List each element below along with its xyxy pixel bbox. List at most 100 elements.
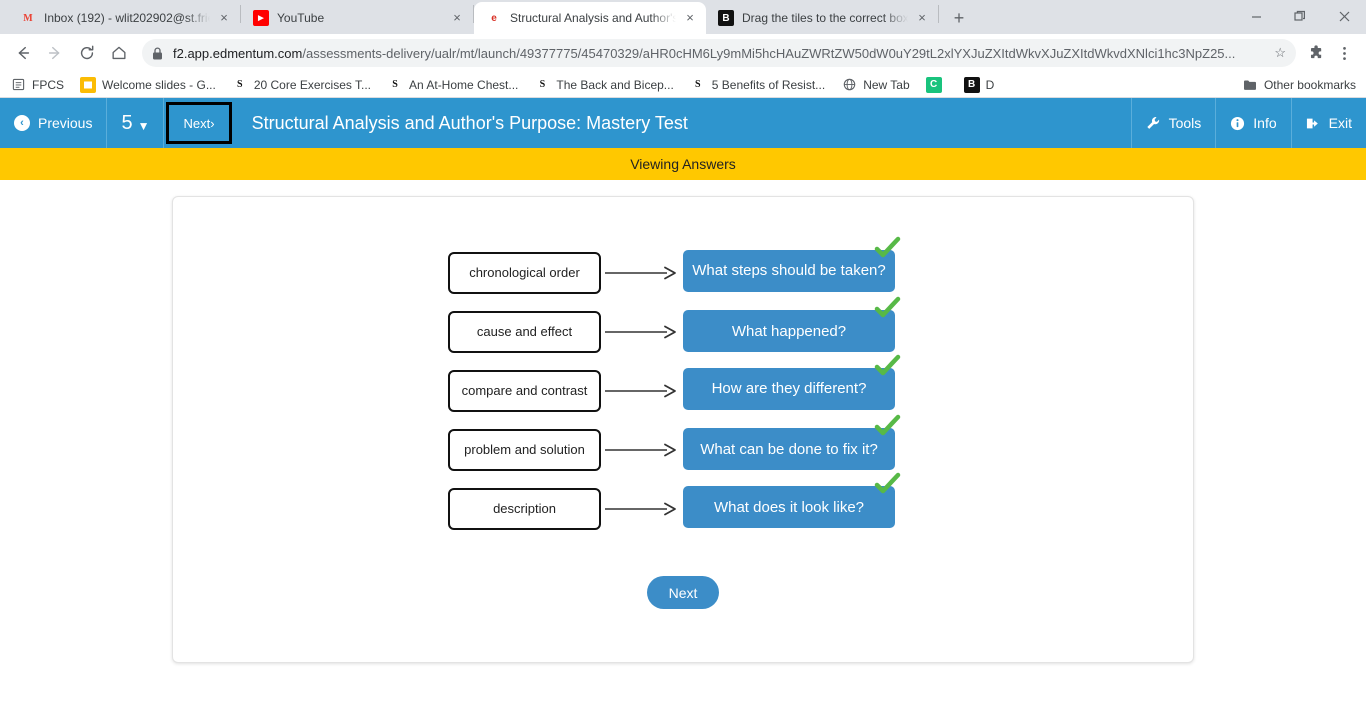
bookmark-d[interactable]: B D xyxy=(963,76,994,93)
answer-tile[interactable]: What steps should be taken? xyxy=(683,236,901,292)
s-icon: S xyxy=(237,79,243,90)
term-tile[interactable]: compare and contrast xyxy=(448,369,601,412)
bookmark-benefits-resistance[interactable]: S 5 Benefits of Resist... xyxy=(690,77,825,93)
tools-button[interactable]: Tools xyxy=(1130,98,1216,148)
next-label: Next xyxy=(183,115,211,131)
arrow-icon xyxy=(601,263,683,283)
page-number-value: 5 xyxy=(121,111,133,134)
s-icon: S xyxy=(539,79,546,90)
bookmark-welcome-slides[interactable]: Welcome slides - G... xyxy=(80,76,216,93)
arrow-icon xyxy=(601,440,683,460)
bookmark-at-home-chest[interactable]: S An At-Home Chest... xyxy=(387,77,518,93)
browser-tab-drag-tiles[interactable]: B Drag the tiles to the correct boxe × xyxy=(706,2,938,34)
address-bar[interactable]: f2.app.edmentum.com/assessments-delivery… xyxy=(142,39,1296,67)
answer-text: What steps should be taken? xyxy=(692,262,886,279)
brainly-icon: B xyxy=(963,76,980,93)
close-icon[interactable]: × xyxy=(453,10,461,25)
other-bookmarks-button[interactable]: Other bookmarks xyxy=(1242,77,1356,93)
close-icon[interactable]: × xyxy=(220,10,228,25)
browser-chrome: M Inbox (192) - wlit202902@st.frie × ► Y… xyxy=(0,0,1366,98)
previous-label: Previous xyxy=(38,115,93,131)
banner-text: Viewing Answers xyxy=(630,156,736,172)
home-icon[interactable] xyxy=(104,38,134,68)
reload-icon[interactable] xyxy=(72,38,102,68)
bookmark-label: An At-Home Chest... xyxy=(409,77,519,92)
question-card: chronological order What steps should be… xyxy=(172,196,1194,663)
browser-toolbar: f2.app.edmentum.com/assessments-delivery… xyxy=(0,34,1366,72)
previous-button[interactable]: ‹ Previous xyxy=(0,98,108,148)
arrow-icon xyxy=(601,381,683,401)
extensions-icon[interactable] xyxy=(1302,39,1330,67)
close-icon[interactable]: × xyxy=(686,10,694,25)
correct-check-icon xyxy=(873,234,901,262)
answer-text: What does it look like? xyxy=(713,498,865,516)
correct-check-icon xyxy=(873,470,901,498)
term-tile[interactable]: cause and effect xyxy=(448,310,601,353)
correct-check-icon xyxy=(873,294,901,322)
answer-tile[interactable]: What can be done to fix it? xyxy=(683,414,901,470)
bookmark-label: FPCS xyxy=(32,77,65,92)
s-icon: S xyxy=(695,79,701,90)
globe-icon xyxy=(841,77,857,93)
bookmarks-bar: FPCS Welcome slides - G... S 20 Core Exe… xyxy=(0,72,1366,98)
tab-divider xyxy=(473,4,474,23)
answer-text: What happened? xyxy=(731,322,847,340)
page-title: Structural Analysis and Author's Purpose… xyxy=(251,112,688,133)
arrow-icon xyxy=(601,499,683,519)
bookmark-label: New Tab xyxy=(863,77,910,92)
term-tile[interactable]: description xyxy=(448,487,601,530)
header-next-wrapper: Next › xyxy=(164,98,233,148)
edmentum-icon: e xyxy=(491,12,497,24)
youtube-icon: ► xyxy=(253,10,269,26)
answer-tile[interactable]: What does it look like? xyxy=(683,472,901,528)
correct-check-icon xyxy=(873,352,901,380)
bookmark-core-exercises[interactable]: S 20 Core Exercises T... xyxy=(232,77,371,93)
browser-tab-gmail[interactable]: M Inbox (192) - wlit202902@st.frie × xyxy=(8,2,240,34)
footer: © 2021 Edmentum. All rights reserved. xyxy=(0,718,1366,720)
arrow-icon xyxy=(601,322,683,342)
exit-button[interactable]: Exit xyxy=(1290,98,1366,148)
answer-tile[interactable]: What happened? xyxy=(683,296,901,352)
tab-divider xyxy=(240,4,241,23)
exit-arrow-icon xyxy=(1306,116,1321,131)
bookmark-green-c[interactable]: C xyxy=(925,76,948,93)
minimize-icon[interactable] xyxy=(1234,0,1278,32)
match-row: cause and effect What happened? xyxy=(448,296,918,361)
wrench-icon xyxy=(1146,116,1161,131)
browser-tab-structural-analysis[interactable]: e Structural Analysis and Author's × xyxy=(474,2,706,34)
info-label: Info xyxy=(1253,115,1277,131)
answer-tile[interactable]: How are they different? xyxy=(683,354,901,410)
chrome-menu-icon[interactable] xyxy=(1330,39,1358,67)
bookmark-fpcs[interactable]: FPCS xyxy=(10,77,64,93)
back-icon[interactable] xyxy=(8,38,38,68)
bookmark-star-icon[interactable]: ☆ xyxy=(1274,45,1286,60)
next-button[interactable]: Next › xyxy=(166,102,232,144)
close-window-icon[interactable] xyxy=(1322,0,1366,32)
lock-icon xyxy=(152,46,163,60)
other-bookmarks-label: Other bookmarks xyxy=(1263,77,1356,92)
page-number-dropdown[interactable]: 5 ▼ xyxy=(107,98,165,148)
new-tab-button[interactable]: + xyxy=(953,8,965,28)
answer-text: What can be done to fix it? xyxy=(700,440,878,458)
gmail-icon: M xyxy=(23,12,33,24)
maximize-icon[interactable] xyxy=(1278,0,1322,32)
close-icon[interactable]: × xyxy=(918,10,926,25)
info-button[interactable]: Info xyxy=(1215,98,1290,148)
url-text: f2.app.edmentum.com/assessments-delivery… xyxy=(173,46,1266,61)
match-row: problem and solution What can be done to… xyxy=(448,414,918,479)
browser-tab-youtube[interactable]: ► YouTube × xyxy=(241,2,473,34)
bookmark-new-tab[interactable]: New Tab xyxy=(841,77,910,93)
term-tile[interactable]: chronological order xyxy=(448,251,601,294)
next-question-button[interactable]: Next xyxy=(647,576,719,609)
window-controls xyxy=(1234,0,1366,32)
bookmark-label: 20 Core Exercises T... xyxy=(253,77,371,92)
forward-icon xyxy=(40,38,70,68)
slides-icon xyxy=(80,76,97,93)
tab-title: Structural Analysis and Author's xyxy=(510,11,676,25)
match-row: chronological order What steps should be… xyxy=(448,236,918,302)
term-tile[interactable]: problem and solution xyxy=(448,428,601,471)
bookmark-back-and-bicep[interactable]: S The Back and Bicep... xyxy=(534,77,674,93)
tab-title: Inbox (192) - wlit202902@st.frie xyxy=(44,11,210,25)
exit-label: Exit xyxy=(1328,115,1352,131)
arrow-left-circle-icon: ‹ xyxy=(14,115,30,131)
